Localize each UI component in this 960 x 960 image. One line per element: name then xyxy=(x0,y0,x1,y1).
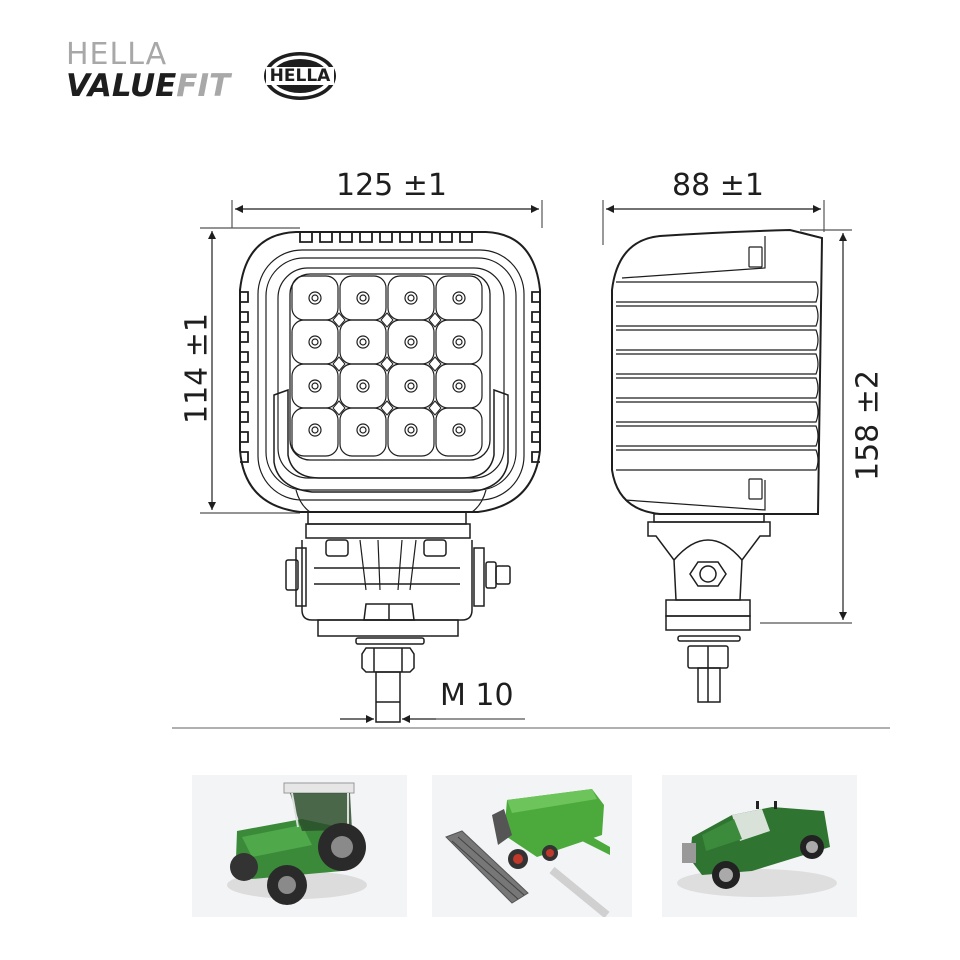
brand-valuefit-text: VALUEFIT xyxy=(66,70,230,102)
height-dimension-label: 114 ±1 xyxy=(179,312,215,425)
brand-value-part: VALUE xyxy=(66,68,177,104)
pickup-truck-photo xyxy=(662,775,857,917)
front-height-dimension xyxy=(200,227,300,514)
thread-size-label: M 10 xyxy=(440,678,514,713)
combine-harvester-photo xyxy=(432,775,632,917)
hella-logo-text: HELLA xyxy=(269,66,331,86)
front-view-housing xyxy=(239,231,541,513)
width-dimension-label: 125 ±1 xyxy=(336,168,448,203)
led-grid xyxy=(291,275,483,457)
hella-logo: HELLA xyxy=(262,50,338,102)
brand-hella-text: HELLA xyxy=(66,37,168,72)
front-mounting-bracket xyxy=(285,511,511,723)
combine-harvester-icon xyxy=(445,789,610,917)
pickup-truck-icon xyxy=(677,801,837,897)
side-mounting-bracket xyxy=(647,513,771,703)
side-depth-dimension xyxy=(602,200,825,245)
total-height-dimension-label: 158 ±2 xyxy=(850,369,886,482)
technical-drawing xyxy=(172,200,890,729)
side-height-dimension xyxy=(760,229,852,624)
brand-fit-part: FIT xyxy=(176,68,231,104)
led-row-2 xyxy=(291,319,483,365)
depth-dimension-label: 88 ±1 xyxy=(672,168,764,203)
front-width-dimension xyxy=(231,200,543,228)
tractor-icon xyxy=(227,782,367,905)
led-row-4 xyxy=(291,407,483,457)
tractor-photo xyxy=(192,775,407,917)
side-view-housing xyxy=(611,228,824,515)
hella-logo-icon xyxy=(264,52,336,100)
dimension-drawing-svg xyxy=(172,200,890,729)
